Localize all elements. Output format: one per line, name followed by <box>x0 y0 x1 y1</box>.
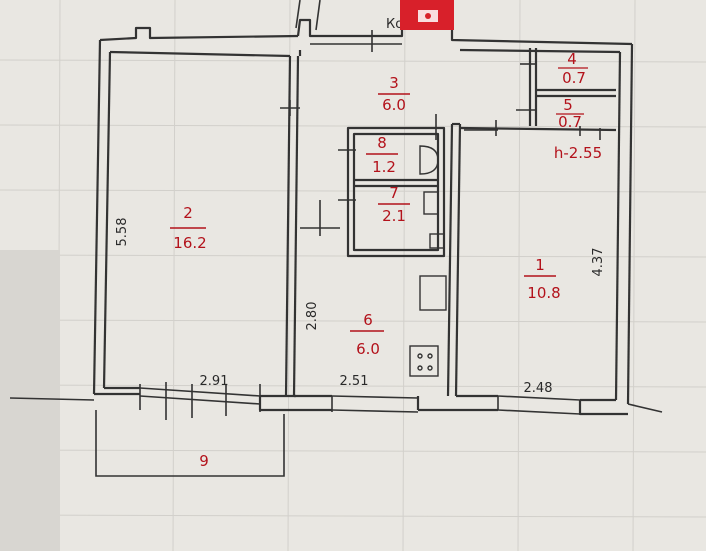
sink-icon <box>423 191 439 215</box>
stove-icon <box>409 345 439 377</box>
dim-right-height: 4.37 <box>591 248 606 277</box>
room-labels: 1 10.8 2 16.2 3 6.0 4 0.7 5 0.7 6 6.0 7 … <box>170 50 588 470</box>
sink-counter-icon <box>419 275 447 311</box>
room-1-number: 1 <box>535 256 545 274</box>
room-8-number: 8 <box>377 134 387 152</box>
stamp-dot <box>425 13 431 19</box>
dim-left-height: 5.58 <box>115 218 130 247</box>
stamp: Ко <box>386 0 454 32</box>
walls <box>92 18 634 416</box>
room-1-area: 10.8 <box>527 284 560 302</box>
dim-mid-height: 2.80 <box>305 302 320 331</box>
fixtures <box>409 145 447 377</box>
dim-bottom-mid: 2.51 <box>340 374 369 389</box>
room-4-number: 4 <box>567 50 577 68</box>
room-7-area: 2.1 <box>382 207 406 225</box>
room-6-number: 6 <box>363 311 373 329</box>
room-8-area: 1.2 <box>372 158 396 176</box>
room-4-area: 0.7 <box>562 69 586 87</box>
room-5-area: 0.7 <box>558 113 582 131</box>
stamp-text: Ко <box>386 17 403 32</box>
dimension-labels: 5.58 4.37 2.80 2.91 2.51 2.48 h-2.55 <box>115 144 606 396</box>
room-5-number: 5 <box>563 96 573 114</box>
room-3-number: 3 <box>389 74 399 92</box>
balcony-outline <box>95 410 285 477</box>
dim-bottom-left: 2.91 <box>200 374 229 389</box>
room-9-number: 9 <box>199 452 209 470</box>
room-6-area: 6.0 <box>356 340 380 358</box>
toilet-icon <box>419 145 439 175</box>
shadow <box>0 250 60 551</box>
ceiling-height: h-2.55 <box>554 144 602 162</box>
room-2-number: 2 <box>183 204 193 222</box>
room-2-area: 16.2 <box>173 234 206 252</box>
dim-bottom-right: 2.48 <box>524 381 553 396</box>
openings <box>9 0 663 420</box>
tap-icon <box>429 233 445 249</box>
room-3-area: 6.0 <box>382 96 406 114</box>
room-7-number: 7 <box>389 184 399 202</box>
